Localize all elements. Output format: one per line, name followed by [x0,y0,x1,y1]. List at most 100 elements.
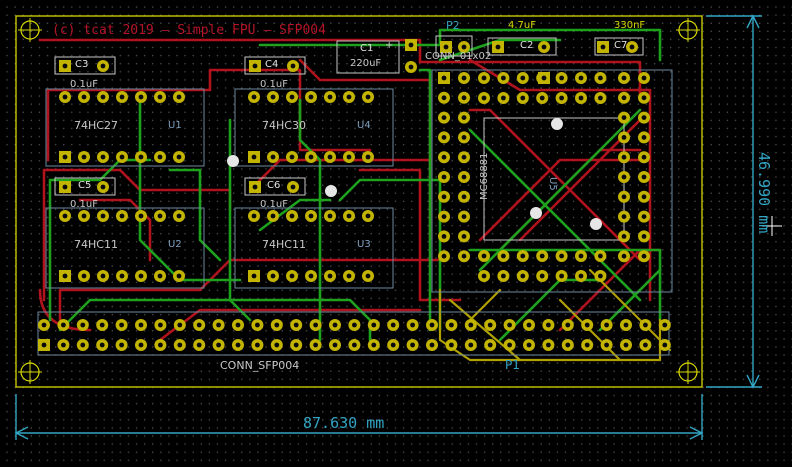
chip-body-u4 [234,88,394,167]
pad-hole [62,213,68,219]
chip-ref-u5: U5 [547,177,558,191]
pad-hole [441,234,447,239]
pad-hole [584,342,590,348]
pad-hole [308,273,314,279]
pad-hole [251,94,257,100]
board-outline [15,15,703,388]
pad-hole [662,342,668,348]
pad-hole [177,342,183,348]
dimension-height-label: 46.990 mm [755,152,773,234]
pad-hole [289,94,295,100]
pad-hole [461,174,467,180]
chip-value-u5: MC68881 [479,152,490,200]
pad-hole [313,342,318,348]
chip-value-u4: 74HC30 [262,119,306,132]
pad-hole [62,154,68,160]
pad-hole [598,75,603,81]
pad-hole [623,322,629,328]
pad-hole [578,273,584,279]
chip-body-u1 [45,88,205,167]
pad-hole [138,154,144,160]
pad-hole [539,253,545,259]
pad-hole [441,194,447,200]
pad-hole [449,342,454,348]
pad-hole [251,213,257,219]
pad-hole [158,322,163,328]
cap-ref-c2: C2 [520,40,534,51]
pad-hole [598,253,603,259]
pad-hole [157,154,163,160]
pad-hole [559,253,564,259]
pad-hole [100,273,106,279]
pad-hole [365,154,371,160]
pad-hole [559,95,564,101]
pad-hole [565,342,571,348]
pad-hole [270,213,276,219]
pad-hole [176,94,182,100]
connector-ref-p2: P2 [446,19,460,32]
pad-hole [641,75,647,81]
pad-hole [643,342,648,348]
pad-hole [176,154,182,160]
pad-hole [662,322,668,328]
cap-outline-c2 [487,37,557,56]
pad-hole [327,213,333,219]
chip-ref-u1: U1 [168,120,182,131]
pad-hole [157,94,163,100]
pad-hole [584,322,590,328]
cap-ref-c1: C1 [360,43,374,54]
mounting-hole-tl [18,18,42,42]
cap-ref-c7: C7 [614,40,628,51]
chip-ref-u3: U3 [357,239,371,250]
cursor-crosshair-icon [762,216,782,236]
pad-hole [641,154,647,160]
cap-ref-c6: C6 [267,180,281,191]
pad-hole [501,95,506,101]
pad-hole [449,322,454,328]
pad-hole [526,322,532,328]
pad-hole [290,63,296,69]
pad-hole [641,115,647,120]
pad-hole [441,75,447,81]
pad-hole [621,253,627,259]
pad-hole [61,342,66,348]
pad-hole [100,63,106,69]
cap-value-c4: 0.1uF [260,79,288,90]
cap-outline-c5 [54,177,116,196]
pad-hole [346,273,352,279]
pad-hole [507,322,512,328]
pad-hole [196,342,202,348]
pad-hole [481,75,487,81]
pad-hole [365,273,371,279]
pad-hole [468,322,474,328]
connector-outline-p2 [435,35,473,57]
cap-ref-c3: C3 [75,59,89,70]
pad-hole [176,273,182,279]
chip-ref-u4: U4 [357,120,371,131]
pad-hole [461,95,467,101]
pad-hole [80,342,86,348]
pad-hole [371,322,377,328]
pad-hole [81,154,87,160]
chip-body-u5 [431,69,673,293]
pad-hole [327,154,333,160]
cap-outline-c3 [54,56,116,75]
pad-hole [157,273,163,279]
pad-hole [62,94,68,100]
pad-hole [441,253,447,259]
pad-hole [252,63,258,69]
pad-hole [346,154,352,160]
mounting-hole-tr [676,18,700,42]
pad-hole [196,322,202,328]
pad-hole [481,253,487,259]
pad-hole [274,322,280,328]
pad-hole [61,322,66,328]
pad-hole [99,342,105,348]
pad-hole [80,322,86,328]
pad-hole [623,342,629,348]
pad-hole [604,342,609,348]
pad-hole [352,342,357,348]
pad-hole [62,63,68,69]
pad-hole [598,95,603,101]
